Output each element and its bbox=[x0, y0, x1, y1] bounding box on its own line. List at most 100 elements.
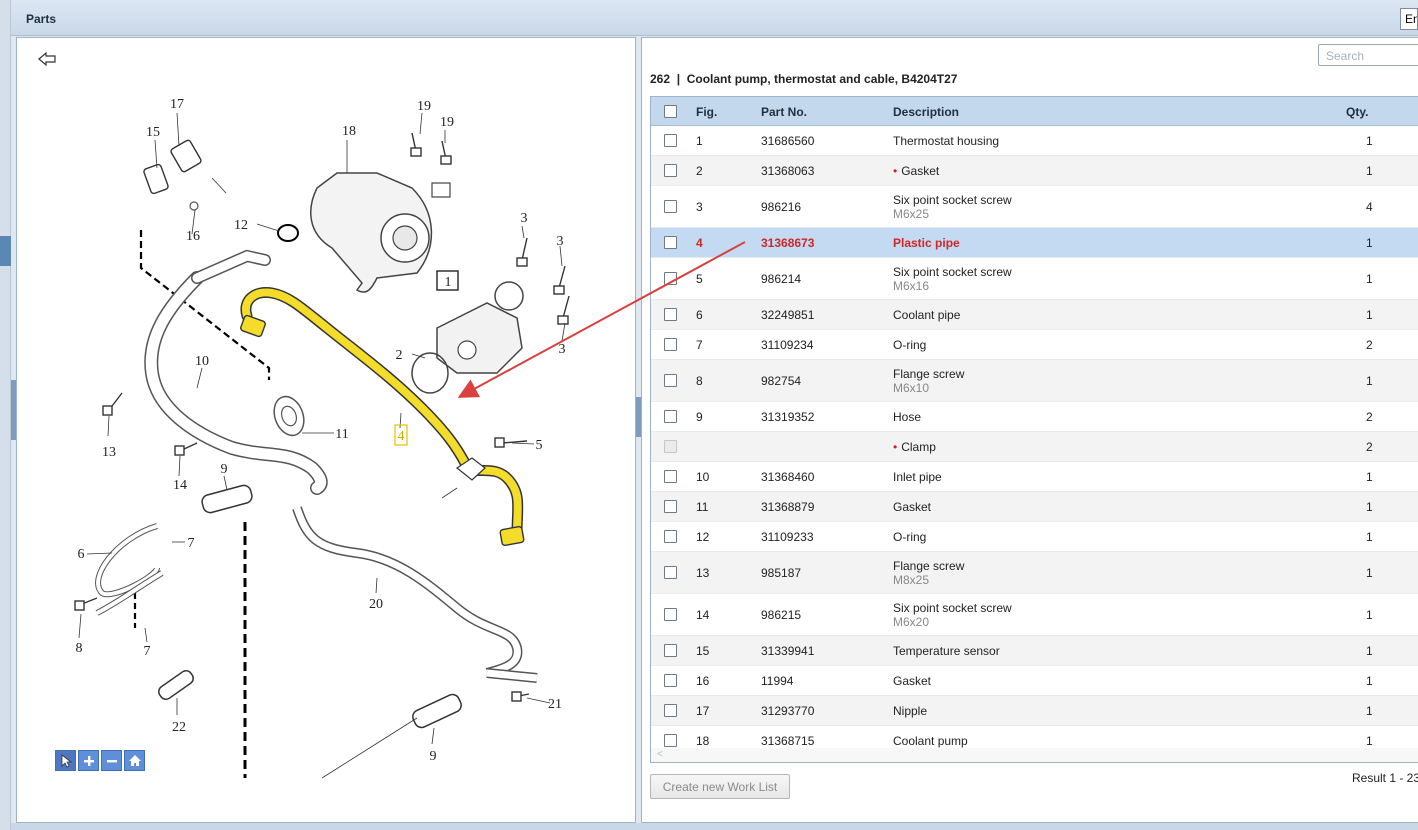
cell-part-no[interactable]: 985187 bbox=[761, 566, 802, 580]
cell-part-no[interactable]: 11994 bbox=[761, 674, 794, 688]
row-checkbox[interactable] bbox=[664, 200, 677, 213]
callout-3c: 3 bbox=[559, 342, 566, 357]
callout-10: 10 bbox=[195, 354, 209, 369]
description-text: Plastic pipe bbox=[893, 236, 960, 250]
callout-3b: 3 bbox=[557, 234, 564, 249]
row-checkbox[interactable] bbox=[664, 734, 677, 747]
cell-part-no[interactable]: 31368715 bbox=[761, 734, 815, 748]
row-checkbox[interactable] bbox=[664, 338, 677, 351]
row-checkbox bbox=[664, 440, 677, 453]
cell-part-no[interactable]: 986215 bbox=[761, 608, 802, 622]
cell-part-no[interactable]: 982754 bbox=[761, 374, 802, 388]
row-checkbox[interactable] bbox=[664, 410, 677, 423]
row-checkbox[interactable] bbox=[664, 500, 677, 513]
col-part-no[interactable]: Part No. bbox=[761, 105, 808, 119]
cell-part-no[interactable]: 986216 bbox=[761, 200, 802, 214]
cell-part-no[interactable]: 31319352 bbox=[761, 410, 815, 424]
zoom-in-icon[interactable] bbox=[78, 750, 99, 771]
row-checkbox[interactable] bbox=[664, 644, 677, 657]
create-worklist-button[interactable]: Create new Work List bbox=[650, 774, 790, 799]
cell-fig: 18 bbox=[696, 734, 710, 748]
horizontal-scrollbar[interactable]: < bbox=[651, 748, 1418, 762]
callout-3a: 3 bbox=[521, 211, 528, 226]
description-text: O-ring bbox=[893, 338, 927, 352]
row-checkbox[interactable] bbox=[664, 272, 677, 285]
cell-part-no[interactable]: 31368673 bbox=[761, 236, 815, 250]
row-checkbox[interactable] bbox=[664, 236, 677, 249]
pointer-icon[interactable] bbox=[55, 750, 76, 771]
callout-19: 19 bbox=[417, 99, 431, 114]
row-checkbox[interactable] bbox=[664, 530, 677, 543]
callout-18: 18 bbox=[342, 124, 356, 139]
cell-part-no[interactable]: 986214 bbox=[761, 272, 802, 286]
cell-part-no[interactable]: 31368879 bbox=[761, 500, 815, 514]
panel-splitter[interactable] bbox=[636, 37, 641, 823]
row-checkbox[interactable] bbox=[664, 674, 677, 687]
cell-fig: 6 bbox=[696, 308, 703, 322]
cell-description: Gasket bbox=[893, 674, 931, 688]
back-arrow-icon[interactable] bbox=[37, 50, 59, 68]
section-heading: 262 | Coolant pump, thermostat and cable… bbox=[650, 72, 958, 86]
left-collapse-handle[interactable] bbox=[11, 380, 16, 440]
row-checkbox[interactable] bbox=[664, 470, 677, 483]
language-button[interactable]: En bbox=[1400, 8, 1418, 30]
cell-description: Temperature sensor bbox=[893, 644, 1000, 658]
zoom-out-icon[interactable] bbox=[101, 750, 122, 771]
cell-part-no[interactable]: 31109234 bbox=[761, 338, 814, 352]
cell-part-no[interactable]: 31109233 bbox=[761, 530, 814, 544]
home-icon[interactable] bbox=[124, 750, 145, 771]
cell-part-no[interactable]: 32249851 bbox=[761, 308, 815, 322]
select-all-checkbox[interactable] bbox=[664, 105, 677, 118]
row-checkbox[interactable] bbox=[664, 134, 677, 147]
cell-qty: 1 bbox=[1366, 134, 1373, 148]
row-checkbox[interactable] bbox=[664, 308, 677, 321]
cell-part-no[interactable]: 31368063 bbox=[761, 164, 815, 178]
cell-fig: 9 bbox=[696, 410, 703, 424]
exploded-parts-diagram[interactable]: 17 15 18 19 19 12 16 3 3 1 2 3 10 11 13 … bbox=[17, 38, 637, 824]
row-checkbox[interactable] bbox=[664, 608, 677, 621]
search-input[interactable]: Search bbox=[1318, 44, 1418, 66]
col-qty[interactable]: Qty. bbox=[1346, 105, 1369, 119]
description-text: Flange screw bbox=[893, 559, 965, 573]
table-header: Fig. Part No. Description Qty. bbox=[651, 97, 1418, 126]
col-description[interactable]: Description bbox=[893, 105, 960, 119]
cell-fig: 10 bbox=[696, 470, 710, 484]
cell-fig: 1 bbox=[696, 134, 703, 148]
cell-part-no[interactable]: 31368460 bbox=[761, 470, 815, 484]
row-checkbox[interactable] bbox=[664, 566, 677, 579]
row-checkbox[interactable] bbox=[664, 704, 677, 717]
callout-1: 1 bbox=[445, 275, 452, 290]
description-spec: M6x20 bbox=[893, 615, 930, 629]
cell-part-no[interactable]: 31293770 bbox=[761, 704, 815, 718]
cell-part-no[interactable]: 31686560 bbox=[761, 134, 815, 148]
cell-part-no[interactable]: 31339941 bbox=[761, 644, 815, 658]
splitter-handle[interactable] bbox=[636, 397, 641, 437]
col-fig[interactable]: Fig. bbox=[696, 105, 718, 119]
row-checkbox[interactable] bbox=[664, 164, 677, 177]
cell-fig: 13 bbox=[696, 566, 710, 580]
callout-11: 11 bbox=[335, 427, 348, 442]
left-nav-selected[interactable] bbox=[0, 236, 11, 266]
row-checkbox[interactable] bbox=[664, 374, 677, 387]
description-text: Gasket bbox=[893, 674, 932, 688]
result-count: Result 1 - 23 bbox=[1352, 771, 1418, 785]
bottom-bar bbox=[11, 823, 1418, 830]
